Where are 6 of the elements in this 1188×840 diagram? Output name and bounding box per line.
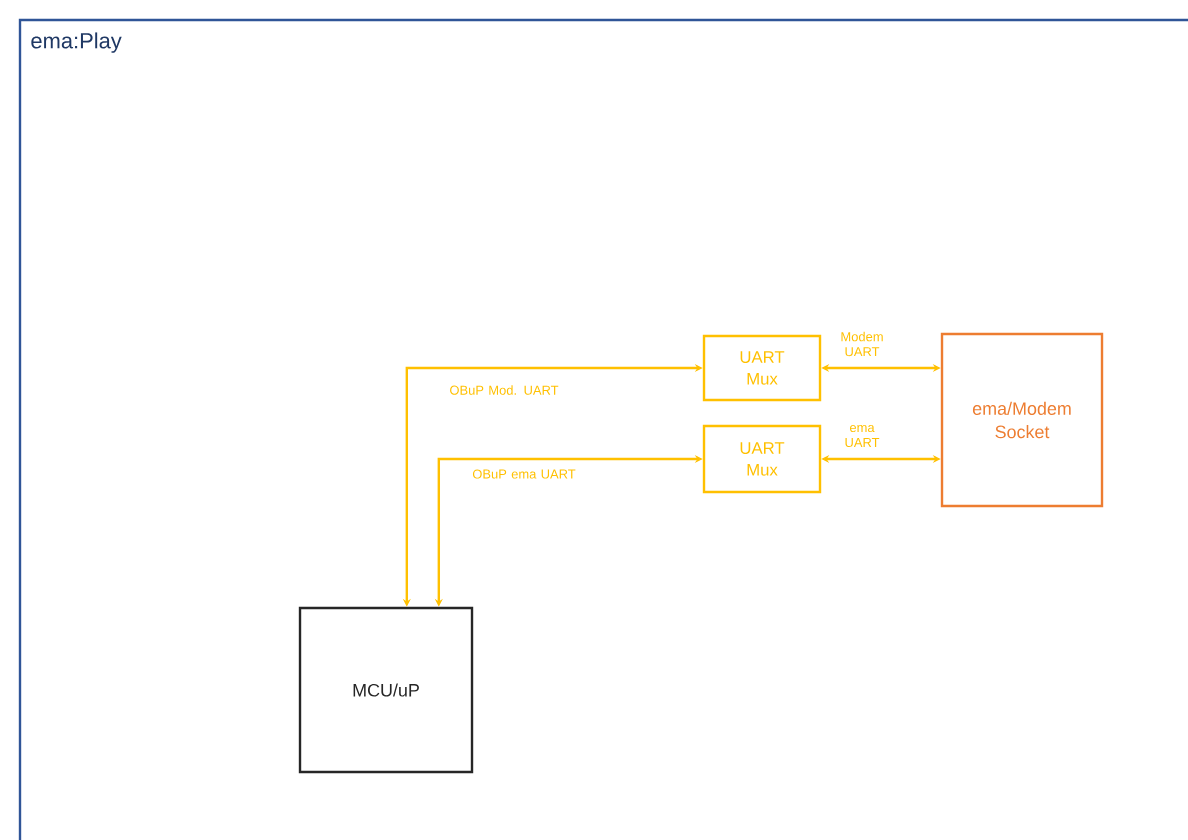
socket-box: ema/Modem Socket bbox=[940, 332, 1104, 508]
mux-box: UART Mux bbox=[702, 334, 822, 402]
frame-box bbox=[18, 18, 1188, 840]
frame-title: ema:Play bbox=[31, 32, 122, 53]
mcu-box: MCU/uP bbox=[298, 606, 474, 774]
mux-box: UART Mux bbox=[702, 424, 822, 494]
